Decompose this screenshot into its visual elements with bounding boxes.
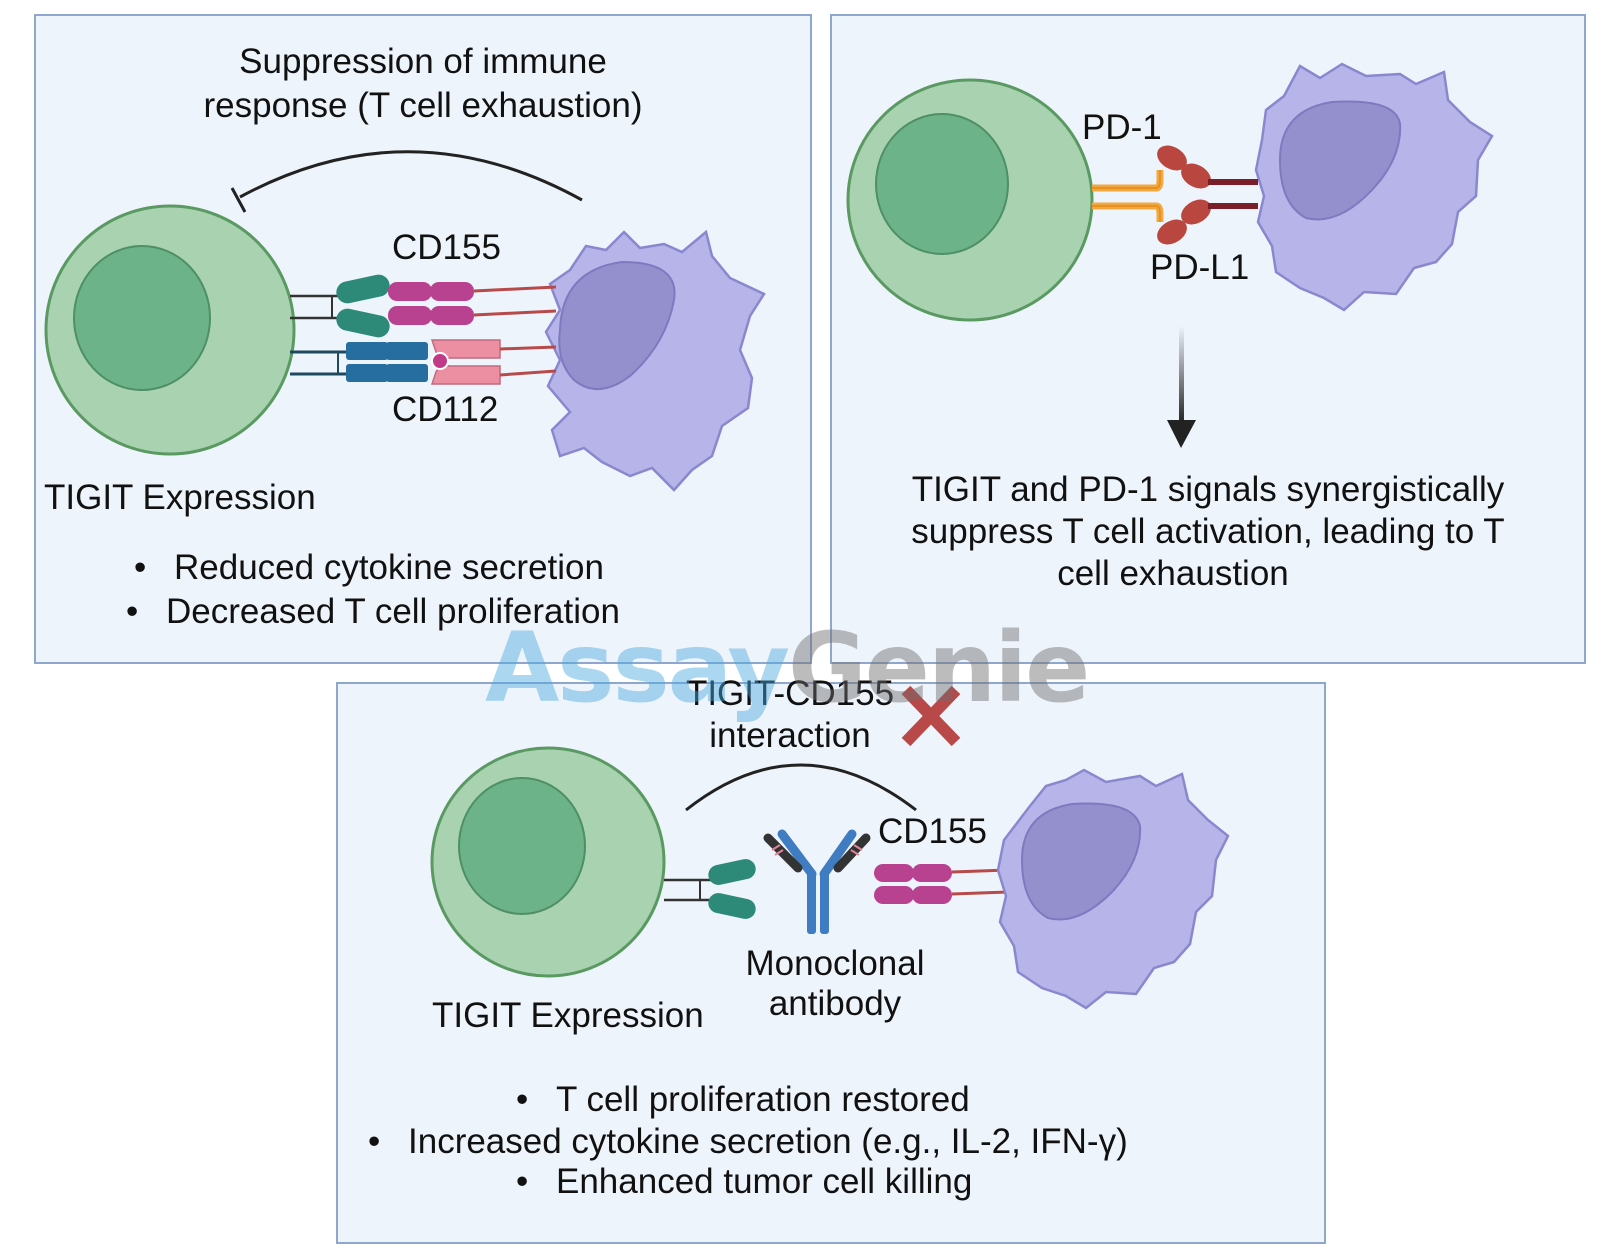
watermark-part2: Genie xyxy=(787,612,1090,724)
watermark-logo: AssayGenie xyxy=(485,612,1090,724)
tumor-cell-c xyxy=(996,768,1230,1010)
label-antibody-line1: Monoclonal xyxy=(745,944,925,983)
pd1-receptor xyxy=(1092,170,1164,222)
title-suppression-line1: Suppression of immune xyxy=(239,42,607,81)
bullet-item: Increased cytokine secretion (e.g., IL-2… xyxy=(368,1120,1128,1164)
label-cd155: CD155 xyxy=(392,228,501,267)
label-cd112: CD112 xyxy=(392,390,499,429)
t-cell-a xyxy=(44,204,296,456)
bullet-item: Enhanced tumor cell killing xyxy=(516,1160,972,1204)
down-arrow xyxy=(1167,326,1196,448)
label-antibody-line2: antibody xyxy=(768,984,902,1023)
bullet-list-c-3: Enhanced tumor cell killing xyxy=(516,1160,972,1204)
bullet-item: Decreased T cell proliferation xyxy=(126,590,620,634)
t-cell-b xyxy=(846,78,1094,322)
watermark-part1: Assay xyxy=(485,612,790,724)
bullet-list-a-2: Decreased T cell proliferation xyxy=(126,590,620,634)
label-tigit-expression-c: TIGIT Expression xyxy=(432,996,704,1035)
block-cross-icon xyxy=(901,685,961,747)
cd155-ligand-c xyxy=(874,864,1009,904)
antibody-icon xyxy=(763,829,871,934)
inhibition-bar xyxy=(230,187,247,213)
interaction-arc xyxy=(685,763,917,812)
title-suppression-line2: response (T cell exhaustion) xyxy=(203,86,643,125)
tigit-receptor-c xyxy=(664,859,756,919)
bullet-item: Reduced cytokine secretion xyxy=(134,546,604,590)
caption-line3: cell exhaustion xyxy=(1057,554,1289,593)
label-pdl1: PD-L1 xyxy=(1150,248,1250,287)
pdl1-ligand xyxy=(1157,145,1258,245)
label-pd1: PD-1 xyxy=(1082,108,1162,147)
cd226-receptor xyxy=(290,342,428,382)
label-cd155-c: CD155 xyxy=(878,812,987,851)
tumor-cell-a xyxy=(544,229,766,492)
tumor-cell-b xyxy=(1254,62,1494,312)
caption-line2: suppress T cell activation, leading to T xyxy=(911,512,1505,551)
bullet-item: T cell proliferation restored xyxy=(516,1078,970,1122)
t-cell-c xyxy=(430,746,666,978)
bullet-list-c-1: T cell proliferation restored xyxy=(516,1078,970,1122)
inhibition-arc xyxy=(239,150,583,202)
tigit-receptor xyxy=(290,274,390,338)
label-interaction-line2: interaction xyxy=(709,716,871,755)
cd112-ligand xyxy=(430,339,557,385)
caption-line1: TIGIT and PD-1 signals synergistically xyxy=(911,470,1505,509)
cd155-ligand-a xyxy=(388,282,557,325)
bullet-list-a: Reduced cytokine secretion xyxy=(134,546,604,590)
bullet-list-c-2: Increased cytokine secretion (e.g., IL-2… xyxy=(368,1120,1128,1164)
label-interaction-line1: TIGIT-CD155 xyxy=(685,674,895,713)
label-tigit-expression: TIGIT Expression xyxy=(44,478,316,517)
